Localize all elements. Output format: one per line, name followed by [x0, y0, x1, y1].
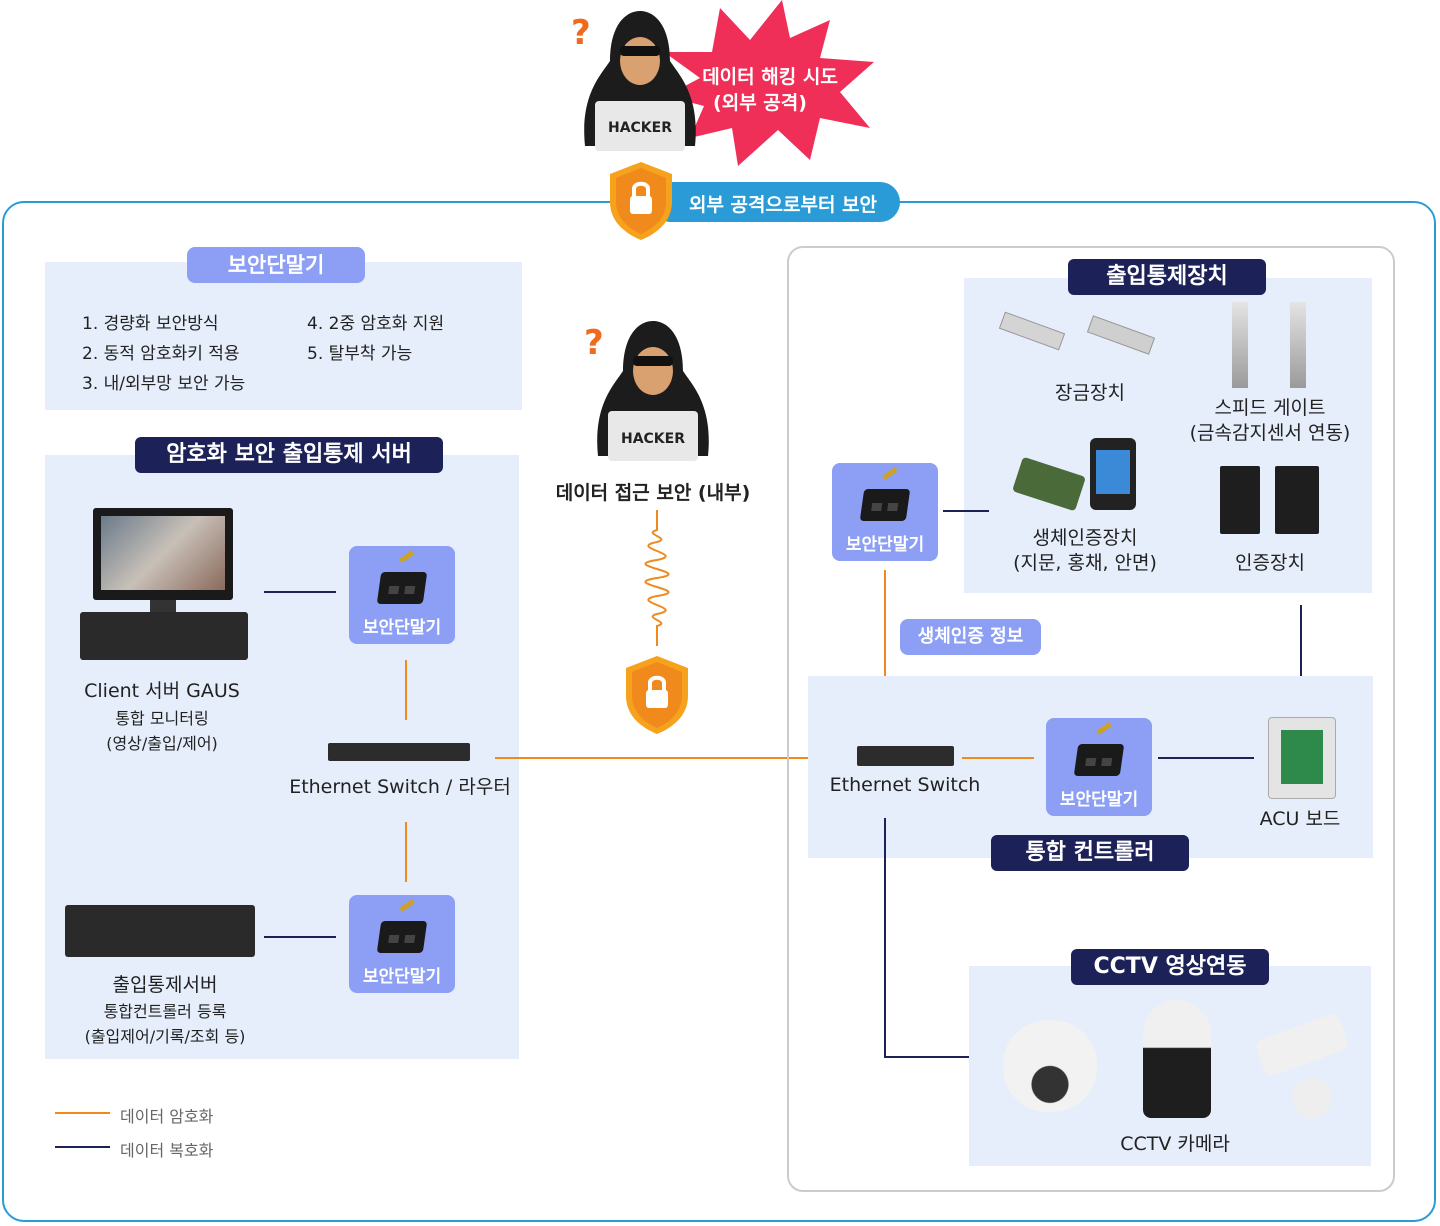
client-terminal-link	[264, 591, 336, 593]
bio-label-1: 생체인증장치	[1032, 527, 1138, 549]
router-label: Ethernet Switch / 라우터	[289, 776, 511, 798]
svg-text:?: ?	[571, 13, 591, 53]
external-security-text: 외부 공격으로부터 보안	[688, 194, 878, 216]
switch-terminal-link	[962, 757, 1034, 759]
feature-2: 2. 동적 암호화키 적용	[82, 344, 240, 364]
access-server-sub2: (출입제어/기록/조회 등)	[84, 1027, 246, 1046]
terminal-info-panel	[45, 262, 522, 410]
client-sub1: 통합 모니터링	[115, 709, 209, 728]
feature-1: 1. 경량화 보안방식	[82, 314, 219, 334]
feature-4: 4. 2중 암호화 지원	[307, 314, 445, 334]
client-sub2: (영상/출입/제어)	[106, 734, 218, 753]
ptz-camera-icon	[1143, 1000, 1211, 1118]
client-server-rack-icon	[80, 612, 248, 660]
legend-decrypt-line	[55, 1146, 110, 1148]
legend-encrypt-line	[55, 1112, 110, 1114]
ethernet-switch-icon	[857, 746, 954, 766]
hacker-label-top: HACKER	[607, 120, 673, 136]
terminal-client: 보안단말기	[349, 546, 455, 644]
monitor-icon	[93, 508, 233, 600]
monitor-stand	[150, 600, 176, 612]
cctv-label: CCTV 카메라	[1120, 1133, 1230, 1155]
gate-label-1: 스피드 게이트	[1214, 397, 1326, 419]
access-server-rack-icon	[65, 905, 255, 957]
lock-shield-icon-internal	[626, 656, 688, 734]
controller-title: 통합 컨트롤러	[991, 835, 1189, 871]
lock-label: 장금장치	[1055, 382, 1125, 404]
internal-security-text: 데이터 접근 보안 (내부)	[555, 482, 751, 504]
auth-device-icon-1	[1220, 466, 1260, 534]
legend-encrypt-text: 데이터 암호화	[120, 1107, 214, 1126]
signal-wave-icon	[644, 510, 670, 646]
ethernet-router-icon	[328, 743, 470, 761]
terminal-access-server: 보안단말기	[349, 895, 455, 993]
switch-label: Ethernet Switch	[829, 774, 981, 796]
acu-label: ACU 보드	[1259, 808, 1341, 830]
terminal-access-control: 보안단말기	[832, 463, 938, 561]
face-device-icon	[1090, 438, 1136, 510]
external-security-pill	[650, 182, 900, 222]
client-name: Client 서버 GAUS	[84, 680, 240, 702]
bullet-camera-mount	[1292, 1078, 1332, 1118]
feature-5: 5. 탈부착 가능	[307, 344, 413, 364]
bio-label-2: (지문, 홍채, 안면)	[1013, 552, 1157, 574]
switch-cctv-link-h	[884, 1056, 988, 1058]
auth-device-icon-2	[1275, 466, 1319, 534]
terminal-controller: 보안단말기	[1046, 718, 1152, 816]
switch-cctv-link-v	[884, 818, 886, 1058]
switch-terminal-link-2	[405, 822, 407, 882]
svg-text:?: ?	[584, 323, 604, 363]
lock-shield-icon	[610, 162, 672, 240]
cctv-title: CCTV 영상연동	[1071, 949, 1269, 985]
access-control-title: 출입통제장치	[1068, 259, 1266, 295]
right-frame	[787, 246, 1395, 1192]
access-server-name: 출입통제서버	[112, 974, 218, 996]
speed-gate-icon-2	[1290, 302, 1306, 388]
terminal-info-title: 보안단말기	[187, 247, 365, 283]
hacker-icon-internal: ?	[584, 321, 709, 461]
speed-gate-icon-1	[1232, 302, 1248, 388]
router-switch-link	[495, 757, 845, 759]
terminal-acu-link	[1158, 757, 1254, 759]
access-server-terminal-link	[264, 936, 336, 938]
auth-label: 인증장치	[1235, 552, 1305, 574]
burst-shape	[664, 0, 874, 166]
dome-camera-icon	[1003, 1020, 1097, 1112]
hacker-label-internal: HACKER	[620, 431, 686, 447]
access-server-sub1: 통합컨트롤러 등록	[103, 1002, 227, 1021]
acu-board-icon	[1268, 717, 1336, 799]
feature-3: 3. 내/외부망 보안 가능	[82, 374, 246, 394]
gate-label-2: (금속감지센서 연동)	[1189, 422, 1351, 444]
auth-acu-link	[1300, 605, 1302, 700]
hacker-icon: ?	[571, 11, 696, 151]
legend-decrypt-text: 데이터 복호화	[120, 1141, 214, 1160]
terminal-switch-link-1	[405, 660, 407, 720]
burst-text-2: (외부 공격)	[713, 92, 807, 114]
server-panel-title: 암호화 보안 출입통제 서버	[135, 437, 443, 473]
terminal-access-link	[943, 510, 989, 512]
burst-text-1: 데이터 해킹 시도	[702, 66, 838, 88]
bio-info-pill: 생체인증 정보	[900, 619, 1041, 655]
bio-terminal-switch-link	[884, 570, 886, 715]
